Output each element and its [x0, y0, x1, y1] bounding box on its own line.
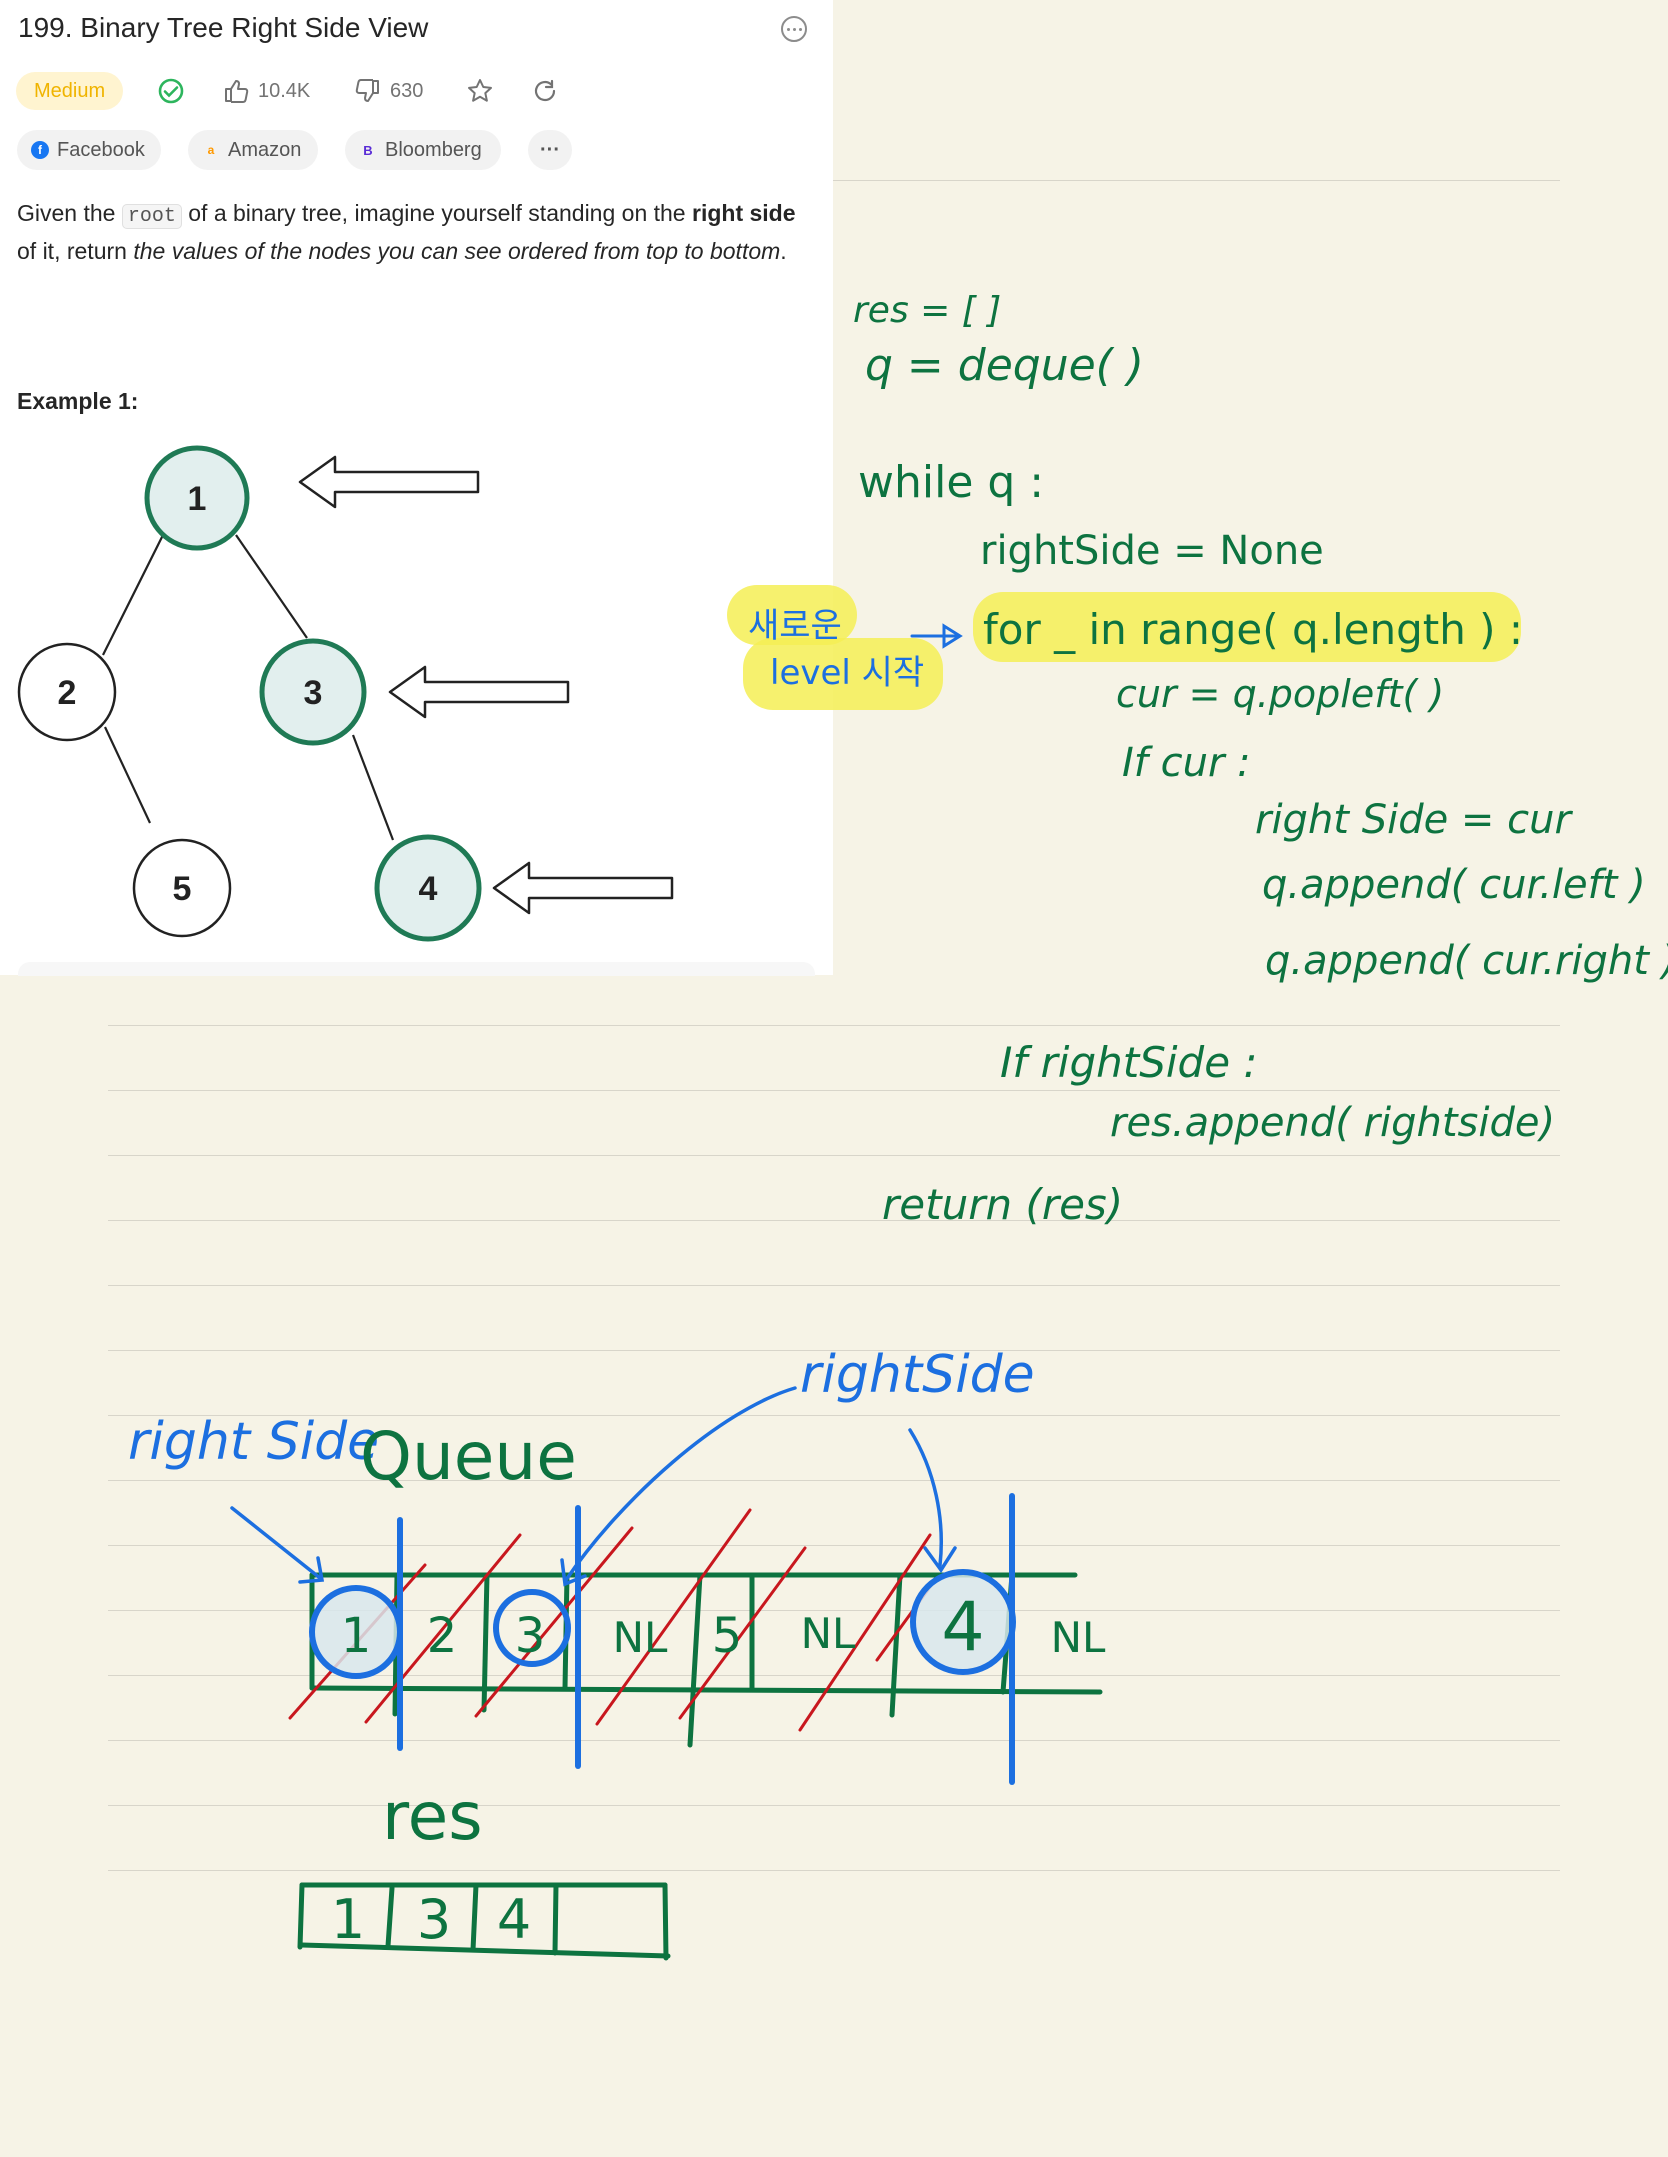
like-count: 10.4K — [258, 79, 311, 102]
queue-cell: 1 — [341, 1608, 372, 1664]
dislike-button[interactable]: 630 — [354, 74, 423, 108]
code-line: q.append( cur.left ) — [1262, 862, 1646, 908]
queue-label: Queue — [360, 1418, 577, 1495]
queue-cell: 5 — [712, 1608, 743, 1664]
tree-node-3 — [259, 638, 367, 746]
share-button[interactable] — [530, 74, 560, 108]
inline-code: root — [121, 204, 182, 229]
arrow-left-icon — [388, 665, 570, 719]
code-line: while q : — [858, 457, 1045, 508]
example-tree-diagram: 1 2 3 5 4 — [17, 445, 674, 942]
code-line: return (res) — [882, 1180, 1124, 1229]
like-button[interactable]: 10.4K — [222, 74, 310, 108]
favorite-button[interactable] — [465, 74, 495, 108]
code-line: right Side = cur — [1255, 797, 1571, 843]
difficulty-badge[interactable]: Medium — [16, 72, 124, 110]
code-line: rightSide = None — [980, 528, 1324, 574]
queue-cell: NL — [1051, 1613, 1106, 1662]
code-line: If cur : — [1122, 740, 1251, 786]
arrow-left-icon — [298, 455, 480, 509]
tree-node-label: 5 — [173, 870, 192, 908]
highlight-for-loop — [973, 592, 1521, 662]
code-line: res = [ ] — [853, 290, 1002, 331]
company-label: Facebook — [57, 138, 145, 161]
example-output-box — [18, 962, 815, 976]
tree-node-1 — [144, 445, 250, 551]
bloomberg-logo-icon: B — [363, 142, 373, 158]
tree-node-4 — [374, 834, 482, 942]
dislike-count: 630 — [390, 79, 424, 102]
rightside-label: right Side — [128, 1412, 380, 1472]
highlight-annotation — [743, 638, 943, 710]
amazon-logo-icon: a — [207, 143, 215, 157]
annotation-new-level: 새로운 — [748, 606, 842, 646]
queue-cell: 2 — [427, 1608, 458, 1664]
share-icon — [534, 79, 556, 102]
code-line: res.append( rightside) — [1110, 1100, 1556, 1146]
tree-node-5 — [132, 838, 232, 938]
company-tag-amazon[interactable]: a Amazon — [188, 130, 318, 170]
annotation-new-level: level 시작 — [770, 653, 925, 693]
company-tag-bloomberg[interactable]: B Bloomberg — [345, 130, 501, 170]
example-heading: Example 1: — [17, 388, 139, 414]
thumbs-down-icon — [355, 79, 379, 102]
problem-description: Given the root of a binary tree, imagine… — [17, 200, 796, 264]
solved-check-icon — [156, 74, 186, 108]
star-icon — [468, 79, 492, 102]
res-cell: 4 — [497, 1888, 531, 1951]
queue-cell: NL — [613, 1613, 668, 1662]
rightside-label: rightSide — [800, 1345, 1035, 1405]
queue-cell: NL — [801, 1609, 856, 1658]
code-line: cur = q.popleft( ) — [1116, 672, 1445, 716]
queue-cell: 4 — [941, 1588, 984, 1667]
res-label: res — [382, 1778, 483, 1855]
problem-title: 199. Binary Tree Right Side View — [18, 12, 429, 43]
thumbs-up-icon — [225, 80, 249, 103]
code-line: If rightSide : — [1000, 1038, 1258, 1087]
more-options-icon[interactable] — [781, 16, 807, 42]
queue-cell: 3 — [515, 1608, 546, 1664]
tree-node-label: 4 — [419, 870, 438, 908]
more-companies-button[interactable]: ··· — [528, 130, 572, 170]
code-line: q = deque( ) — [865, 340, 1144, 391]
problem-panel: 199. Binary Tree Right Side View Medium … — [0, 0, 833, 976]
company-tag-facebook[interactable]: f Facebook — [17, 130, 161, 170]
code-line: q.append( cur.right ) — [1265, 938, 1668, 984]
tree-node-label: 1 — [188, 480, 207, 518]
company-label: Amazon — [228, 138, 302, 161]
code-line: for _ in range( q.length ) : — [983, 605, 1524, 654]
arrow-left-icon — [492, 861, 674, 915]
company-label: Bloomberg — [385, 138, 482, 161]
res-cell: 1 — [331, 1888, 365, 1951]
tree-node-label: 2 — [58, 674, 77, 712]
tree-node-2 — [17, 642, 117, 742]
facebook-logo-icon: f — [31, 141, 49, 159]
res-cell: 3 — [417, 1888, 451, 1951]
tree-node-label: 3 — [304, 674, 323, 712]
highlight-annotation — [727, 585, 857, 645]
